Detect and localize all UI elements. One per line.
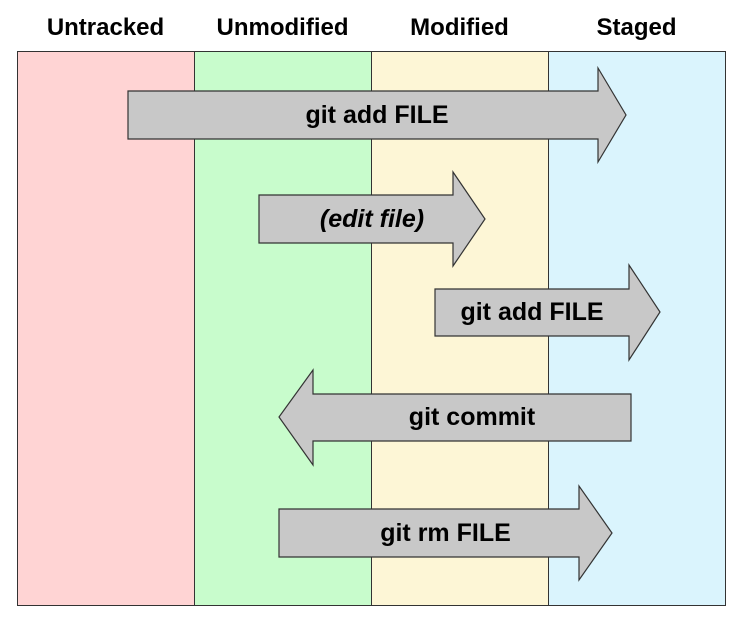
arrow-right-shape — [434, 263, 661, 363]
arrow-git-commit: git commit — [278, 368, 632, 467]
arrow-label: (edit file) — [319, 204, 425, 233]
column-header-untracked: Untracked — [46, 14, 165, 41]
arrow-git-add-untracked: git add FILE — [127, 65, 627, 165]
arrow-right-shape — [278, 484, 613, 582]
arrow-label: git rm FILE — [380, 518, 511, 547]
arrow-right-shape — [258, 170, 486, 268]
lane-untracked — [17, 51, 195, 606]
column-header-staged: Staged — [596, 14, 677, 41]
arrow-label: git commit — [408, 403, 536, 431]
arrow-git-rm: git rm FILE — [278, 484, 613, 582]
arrow-right-shape — [127, 65, 627, 165]
arrow-label: git add FILE — [305, 100, 449, 129]
arrow-left-shape — [278, 368, 632, 467]
column-header-unmodified: Unmodified — [216, 14, 349, 41]
arrow-edit-file: (edit file) — [258, 170, 486, 268]
arrow-label: git add FILE — [460, 298, 604, 326]
arrow-git-add-modified: git add FILE — [434, 263, 661, 363]
column-header-modified: Modified — [410, 14, 509, 41]
